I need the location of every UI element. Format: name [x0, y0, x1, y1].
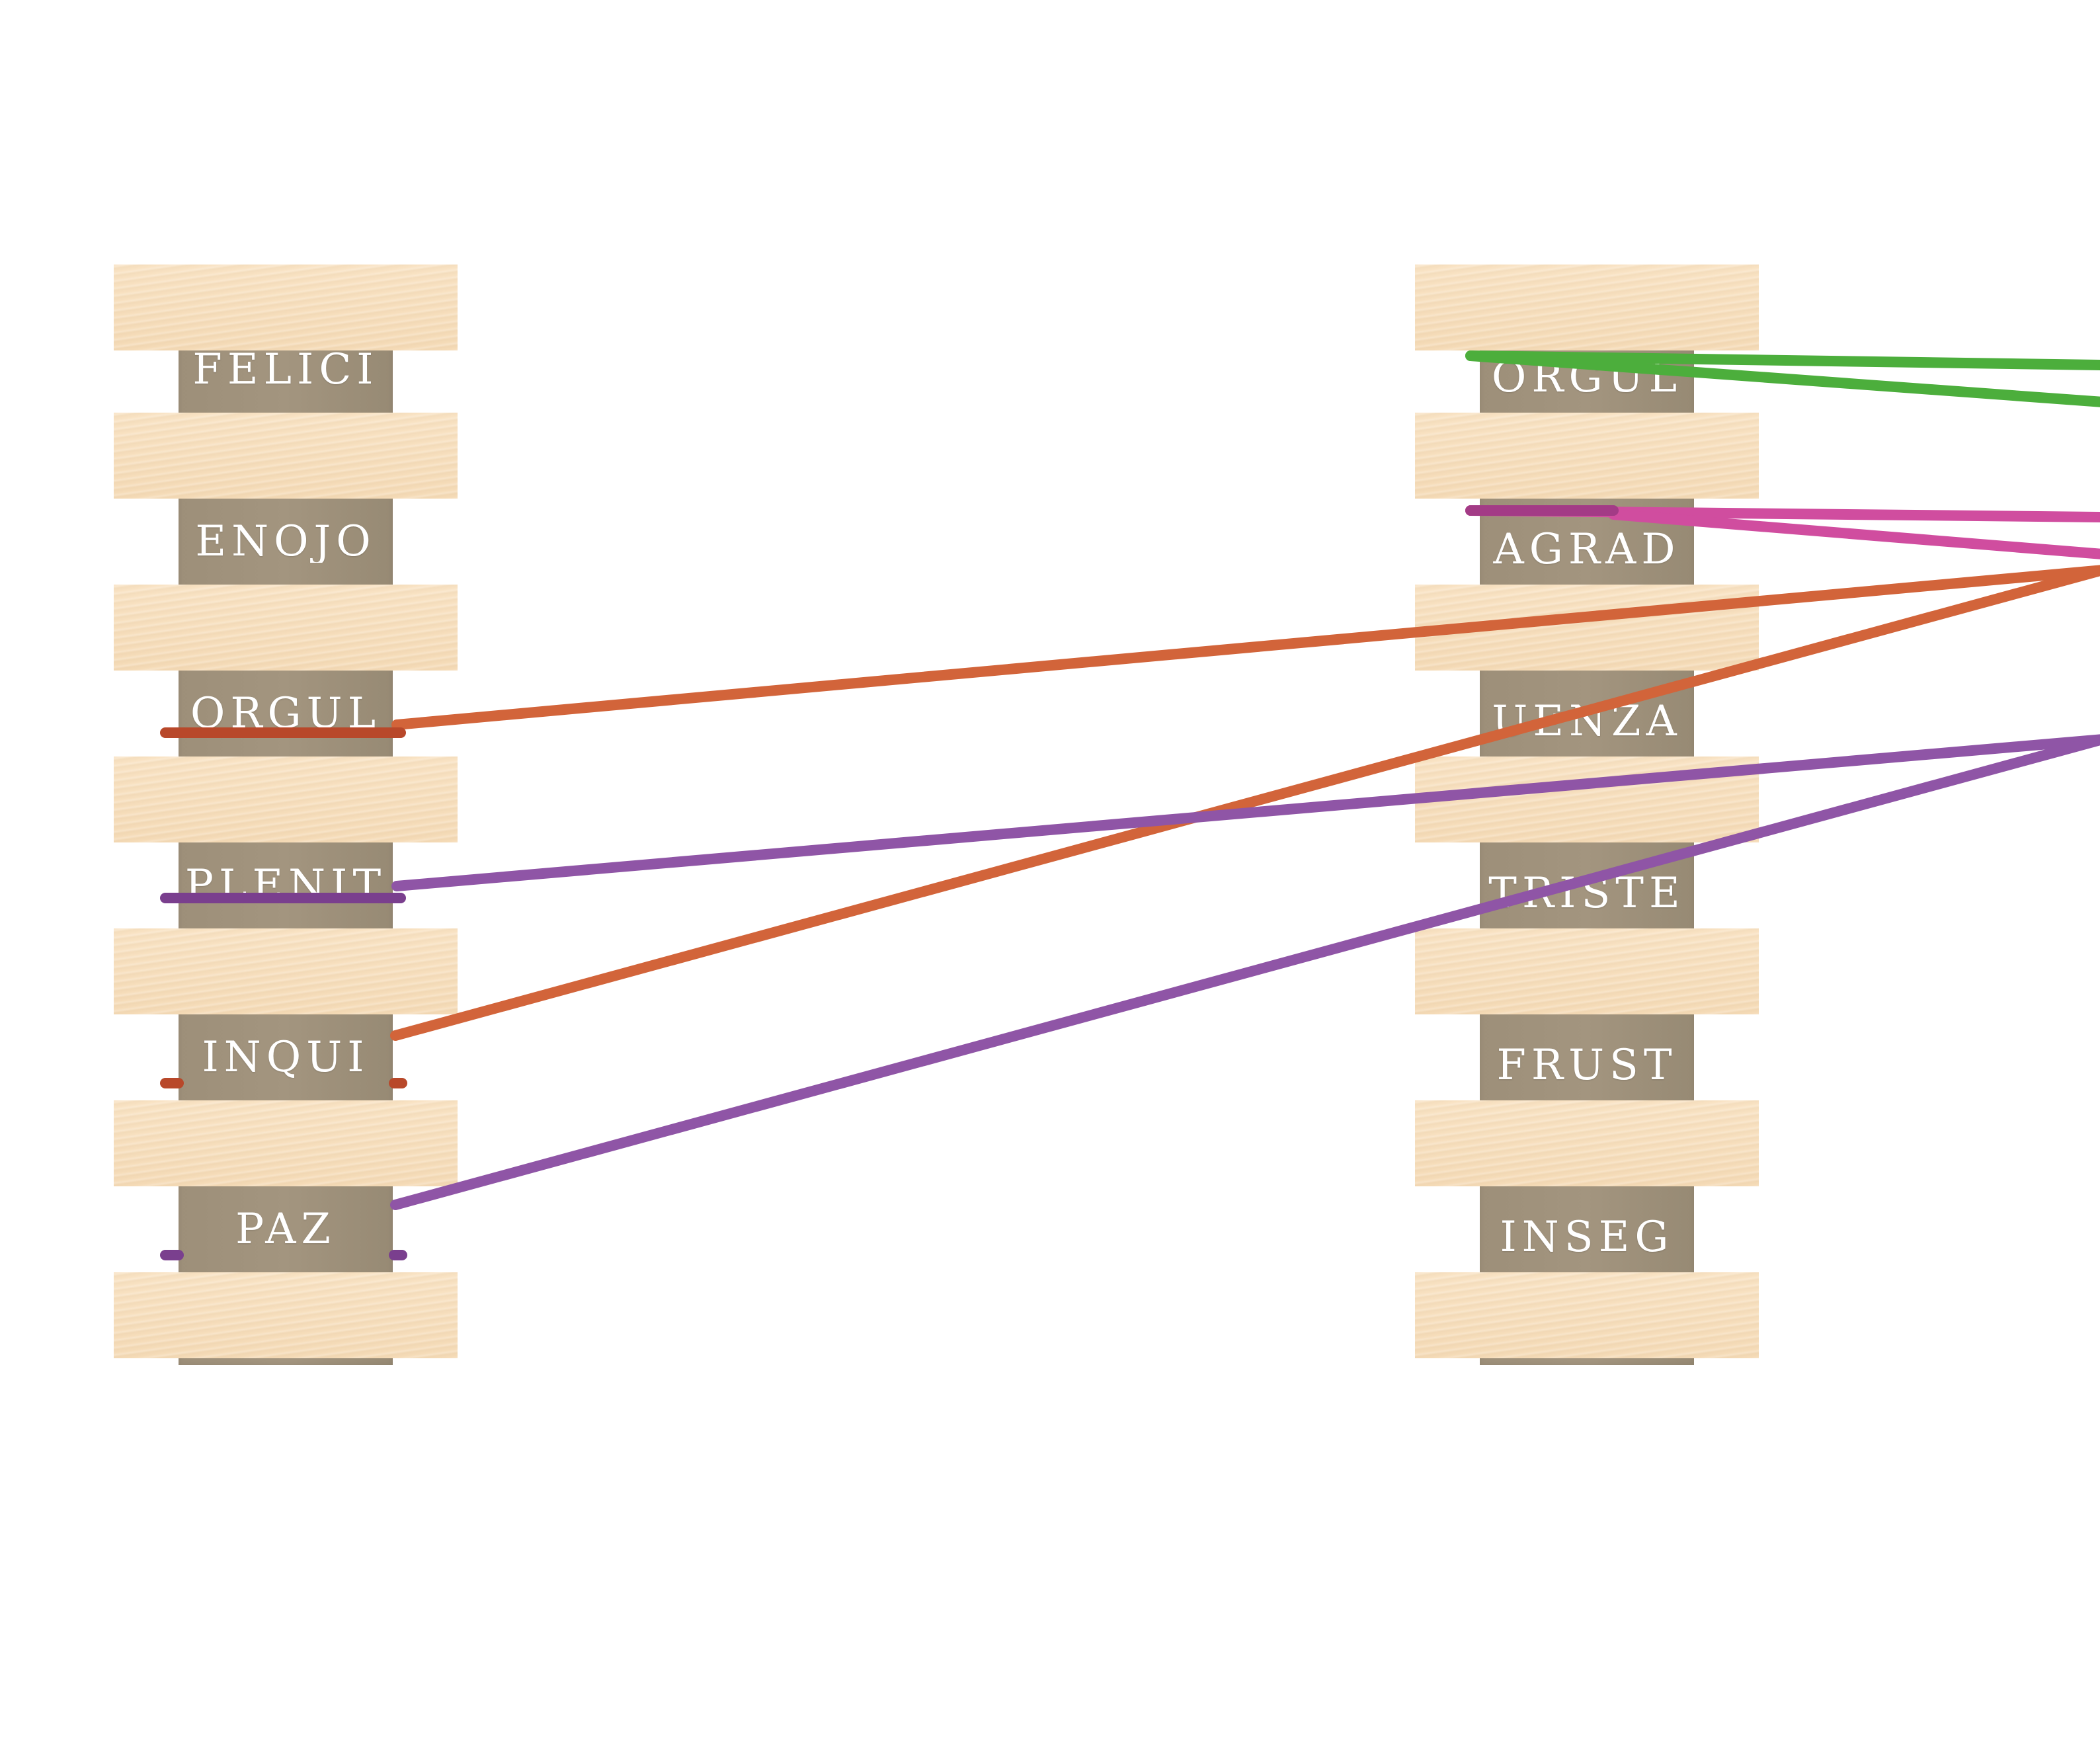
left-slot-2[interactable]: ORGUL	[179, 671, 393, 757]
right-slot-4[interactable]: FRUST	[1480, 1022, 1694, 1108]
left-slot-label: ORGUL	[190, 692, 382, 735]
right-plate-3	[1415, 757, 1759, 842]
left-slot-4[interactable]: INQUI	[179, 1014, 393, 1100]
right-plate-5	[1415, 1100, 1759, 1186]
left-slot-label: PLENIT	[184, 864, 387, 907]
left-slot-label: ENOJO	[195, 520, 376, 563]
right-slot-label: AGRAD	[1493, 528, 1681, 571]
left-plate-5	[114, 1100, 458, 1186]
left-plate-1	[114, 413, 458, 499]
right-slot-label: ORGUL	[1491, 356, 1683, 399]
right-slot-0[interactable]: ORGUL	[1480, 335, 1694, 421]
left-slot-3[interactable]: PLENIT	[179, 842, 393, 928]
right-plate-2	[1415, 585, 1759, 671]
right-plate-6	[1415, 1272, 1759, 1358]
right-slot-3[interactable]: TRISTE	[1480, 850, 1694, 936]
left-slot-0[interactable]: FELICI	[179, 327, 393, 413]
right-slot-label: UENZA	[1492, 700, 1682, 743]
left-slot-5[interactable]: PAZ	[179, 1186, 393, 1272]
right-slot-label: TRISTE	[1488, 872, 1685, 915]
right-peg-column: ORGUL AGRAD UENZA TRISTE FRUST INSEG	[1415, 0, 1759, 1759]
left-plate-0	[114, 265, 458, 350]
left-plate-6	[114, 1272, 458, 1358]
right-slot-2[interactable]: UENZA	[1480, 678, 1694, 764]
left-slot-label: INQUI	[202, 1036, 370, 1079]
left-plate-4	[114, 928, 458, 1014]
right-slot-label: INSEG	[1500, 1216, 1674, 1258]
right-plate-0	[1415, 265, 1759, 350]
right-plate-1	[1415, 413, 1759, 499]
right-slot-label: FRUST	[1496, 1044, 1677, 1086]
right-slot-1[interactable]: AGRAD	[1480, 507, 1694, 593]
left-plate-2	[114, 585, 458, 671]
left-plate-3	[114, 757, 458, 842]
left-peg-column: FELICI ENOJO ORGUL PLENIT INQUI PAZ	[114, 0, 458, 1759]
left-slot-label: FELICI	[192, 348, 379, 391]
right-slot-5[interactable]: INSEG	[1480, 1194, 1694, 1280]
left-slot-label: PAZ	[235, 1208, 336, 1250]
left-slot-1[interactable]: ENOJO	[179, 499, 393, 585]
right-plate-4	[1415, 928, 1759, 1014]
